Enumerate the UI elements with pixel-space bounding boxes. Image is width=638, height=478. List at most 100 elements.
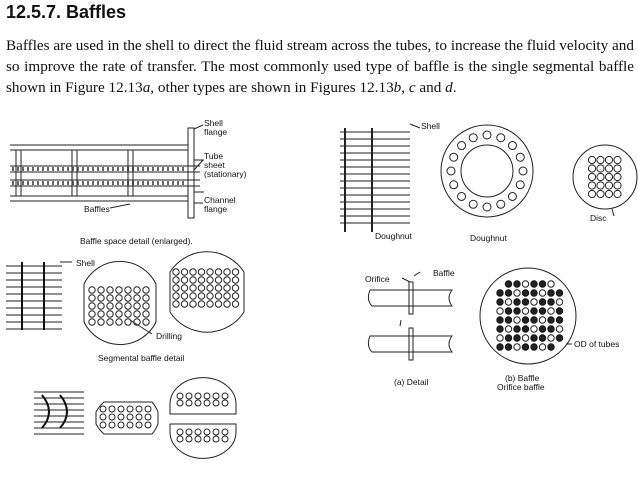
tube-hole	[203, 392, 211, 400]
tube-hole	[513, 325, 521, 333]
tube-hole	[223, 292, 231, 300]
tube-hole	[587, 181, 597, 190]
tube-hole	[142, 286, 150, 294]
tube-hole	[99, 421, 107, 429]
tube-hole	[117, 413, 125, 421]
tube-hole	[212, 435, 220, 443]
tube-hole	[176, 428, 184, 436]
tube-hole	[555, 307, 564, 315]
tube-hole	[214, 284, 223, 292]
tube-hole	[504, 298, 513, 306]
tube-hole	[547, 334, 555, 342]
tube-hole	[214, 292, 223, 300]
tube-hole	[133, 286, 141, 294]
tube-hole	[172, 300, 180, 308]
tube-hole	[530, 343, 538, 351]
tube-hole	[496, 307, 504, 315]
tube-hole	[172, 292, 180, 300]
tube-hole	[115, 286, 123, 294]
tube-hole	[221, 428, 229, 436]
tube-hole	[530, 334, 538, 342]
tube-hole	[189, 276, 197, 284]
tube-hole	[604, 189, 614, 199]
tube-hole	[538, 343, 547, 351]
tube-hole	[142, 310, 150, 318]
body-paragraph: Baffles are used in the shell to direct …	[6, 37, 634, 96]
tube-hole	[124, 318, 132, 326]
tube-hole	[613, 172, 622, 182]
tube-hole	[496, 334, 504, 342]
label-tube-sheet-3: (stationary)	[204, 169, 247, 179]
segmental-baffle-drawing	[6, 251, 245, 345]
tube-hole	[189, 284, 197, 292]
tube-hole	[530, 289, 538, 297]
tube-hole	[144, 413, 152, 421]
tube-hole	[214, 300, 223, 308]
label-orifice: Orifice	[365, 274, 390, 284]
tube-hole	[515, 152, 525, 162]
tube-hole	[206, 268, 214, 276]
label-drilling: Drilling	[156, 331, 182, 341]
tube-hole	[135, 421, 143, 429]
tube-hole	[185, 428, 193, 436]
tube-hole	[587, 172, 597, 182]
tube-hole	[496, 289, 504, 297]
tube-hole	[504, 343, 513, 351]
tube-hole	[223, 300, 231, 308]
tube-hole	[231, 300, 240, 308]
tube-hole	[613, 189, 622, 199]
tube-hole	[231, 292, 240, 300]
tube-hole	[203, 435, 211, 443]
tube-hole	[97, 302, 105, 310]
tube-hole	[457, 141, 467, 151]
disc-doughnut-drawing	[340, 123, 638, 232]
label-channel-flange-2: flange	[204, 204, 227, 214]
tube-hole	[496, 316, 504, 324]
tube-hole	[604, 155, 614, 165]
tube-hole	[521, 334, 530, 342]
tube-hole	[115, 302, 123, 310]
tube-hole	[194, 399, 202, 407]
tube-hole	[223, 284, 231, 292]
tube-hole	[496, 298, 504, 306]
tube-hole	[214, 276, 223, 284]
tube-hole	[547, 343, 555, 351]
tube-hole	[221, 435, 229, 443]
tube-hole	[197, 300, 206, 308]
tube-hole	[555, 334, 564, 342]
tube-hole	[504, 280, 513, 288]
label-baffle-space: Baffle space detail (enlarged).	[80, 236, 193, 246]
tube-hole	[172, 268, 180, 276]
tube-hole	[214, 268, 223, 276]
tube-hole	[587, 164, 597, 173]
tube-hole	[530, 316, 538, 324]
tube-hole	[613, 181, 622, 190]
tube-hole	[97, 310, 105, 318]
tube-hole	[106, 294, 114, 302]
label-segmental-detail: Segmental baffle detail	[98, 353, 184, 363]
tube-hole	[108, 413, 116, 421]
tube-hole	[521, 298, 530, 306]
tube-hole	[97, 286, 105, 294]
tube-hole	[144, 421, 152, 429]
tube-hole	[115, 318, 123, 326]
label-doughnut-1: Doughnut	[375, 231, 413, 241]
tube-hole	[223, 276, 231, 284]
label-shell-top: Shell	[421, 121, 440, 131]
tube-hole	[106, 302, 114, 310]
tube-hole	[538, 316, 547, 324]
tube-hole	[547, 298, 555, 306]
tube-hole	[126, 405, 134, 413]
tube-hole	[513, 298, 521, 306]
tube-hole	[142, 318, 150, 326]
tube-hole	[530, 298, 538, 306]
tube-hole	[555, 298, 564, 306]
label-a-detail: (a) Detail	[394, 377, 429, 387]
tube-hole	[231, 276, 240, 284]
tube-hole	[189, 292, 197, 300]
tube-hole	[106, 310, 114, 318]
tube-hole	[446, 166, 456, 176]
tube-hole	[518, 166, 528, 176]
tube-hole	[521, 289, 530, 297]
label-orifice-baffle: Orifice baffle	[497, 382, 545, 392]
